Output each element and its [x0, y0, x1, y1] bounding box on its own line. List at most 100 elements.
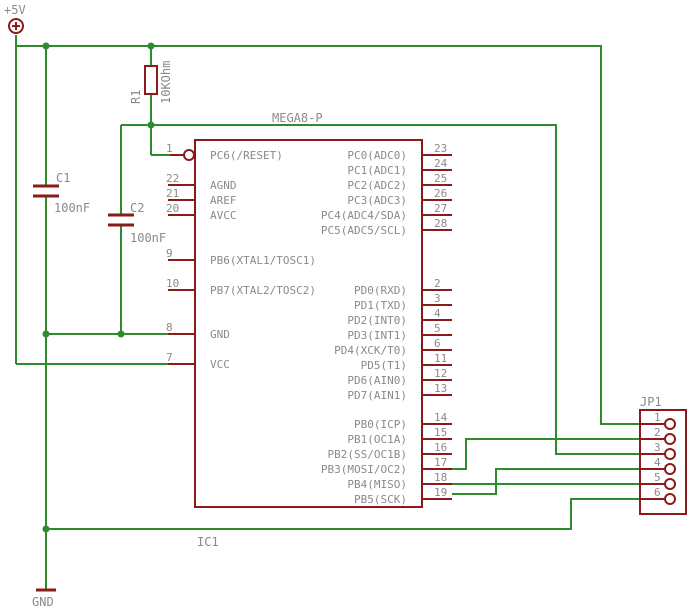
jp1-pin-icon — [664, 418, 676, 430]
ic-pin-number: 3 — [434, 292, 441, 305]
ic-pin-label: PB0(ICP) — [354, 418, 407, 431]
gnd-label: GND — [32, 595, 54, 609]
ic-pin-label: PB4(MISO) — [347, 478, 407, 491]
c1-ref-label: C1 — [56, 171, 70, 185]
ic-pin-number: 2 — [434, 277, 441, 290]
ic-pin-label: AGND — [210, 179, 237, 192]
wire-reset-net — [121, 124, 640, 455]
ic-pin-label: GND — [210, 328, 230, 341]
ic-pin-label: PB5(SCK) — [354, 493, 407, 506]
ic-pin-number: 14 — [434, 411, 448, 424]
ic-pin-label: AREF — [210, 194, 237, 207]
ic-pin-label: PB3(MOSI/OC2) — [321, 463, 407, 476]
ic-pin-number: 15 — [434, 426, 447, 439]
ic-pin-label: VCC — [210, 358, 230, 371]
junction-vcc-c1 — [42, 42, 50, 50]
jp1-pin-number: 1 — [654, 411, 661, 424]
vcc-label: +5V — [4, 3, 26, 17]
ic-pin-label: PD2(INT0) — [347, 314, 407, 327]
ic-pin-label: PD3(INT1) — [347, 329, 407, 342]
junction-gnd-bus — [42, 525, 50, 533]
ic-pin-number: 20 — [166, 202, 179, 215]
jp1-pin-icon — [664, 493, 676, 505]
jp1-pin-icon — [664, 433, 676, 445]
jp1-pin-number: 2 — [654, 426, 661, 439]
jp1-pin-number: 6 — [654, 486, 661, 499]
ic-pin-label: PC0(ADC0) — [347, 149, 407, 162]
ic-pin-number: 26 — [434, 187, 447, 200]
ic-pin-label: PD7(AIN1) — [347, 389, 407, 402]
wire-mosi — [452, 438, 640, 470]
r1-ref-label: R1 — [129, 90, 143, 104]
ic-pin-number: 28 — [434, 217, 447, 230]
ic-pin-label: PB6(XTAL1/TOSC1) — [210, 254, 316, 267]
ic-pin-number: 18 — [434, 471, 447, 484]
components — [8, 18, 687, 592]
ic-pin-number: 21 — [166, 187, 179, 200]
junctions — [42, 42, 155, 533]
ic-pin-number: 1 — [166, 142, 173, 155]
ic-pin-number: 11 — [434, 352, 447, 365]
ic-pin-number: 8 — [166, 321, 173, 334]
wire-gnd-jp6 — [46, 498, 640, 530]
ic-pin-label: PC5(ADC5/SCL) — [321, 224, 407, 237]
ic-pin-label: PB7(XTAL2/TOSC2) — [210, 284, 316, 297]
ic-pin-number: 13 — [434, 382, 447, 395]
junction-vcc-r1 — [147, 42, 155, 50]
ic-pin-number: 6 — [434, 337, 441, 350]
ic-pin-label: PC6(/RESET) — [210, 149, 283, 162]
ic-pins — [168, 154, 452, 500]
jp1-ref-label: JP1 — [640, 395, 662, 409]
ic-pin-number: 16 — [434, 441, 447, 454]
jp1-pin-icon — [664, 448, 676, 460]
wires — [15, 35, 640, 590]
ic-pin-number: 22 — [166, 172, 179, 185]
ic-pin-label: PD4(XCK/T0) — [334, 344, 407, 357]
reset-bubble-icon — [183, 149, 195, 161]
ic-pin-label: AVCC — [210, 209, 237, 222]
jp1-pin-number: 3 — [654, 441, 661, 454]
jp1-pin-number: 4 — [654, 456, 661, 469]
ic-pin-number: 23 — [434, 142, 447, 155]
junction-gnd-c2 — [117, 330, 125, 338]
ic-name-label: MEGA8-P — [272, 111, 323, 125]
connector-jp1-body — [639, 409, 687, 515]
junction-gnd-c1 — [42, 330, 50, 338]
ic-pin-label: PD1(TXD) — [354, 299, 407, 312]
ic-pin-label: PB2(SS/OC1B) — [328, 448, 407, 461]
ic-pin-number: 19 — [434, 486, 447, 499]
junction-reset — [147, 121, 155, 129]
vcc-supply-icon — [8, 18, 24, 34]
ic-pin-number: 25 — [434, 172, 447, 185]
c2-value-label: 100nF — [130, 231, 166, 245]
c2-ref-label: C2 — [130, 201, 144, 215]
labels: +5V GND MEGA8-P IC1 C1 100nF C2 100nF R1… — [4, 3, 662, 609]
ic-pin-number: 7 — [166, 351, 173, 364]
c1-value-label: 100nF — [54, 201, 90, 215]
ic-pin-number: 10 — [166, 277, 179, 290]
ic-pin-number: 5 — [434, 322, 441, 335]
ic-pin-label: PC3(ADC3) — [347, 194, 407, 207]
ic-pin-label: PD6(AIN0) — [347, 374, 407, 387]
jp1-pins: 1 2 3 4 5 6 — [640, 411, 676, 505]
ic-pin-number: 4 — [434, 307, 441, 320]
ic-pin-label: PC1(ADC1) — [347, 164, 407, 177]
ic-body — [194, 139, 423, 508]
wire-sck — [452, 468, 640, 495]
ic-pin-label: PD5(T1) — [361, 359, 407, 372]
ic-pin-number: 17 — [434, 456, 447, 469]
ic-ref-label: IC1 — [197, 535, 219, 549]
wire-vcc-rail — [15, 35, 640, 425]
ic-pin-number: 9 — [166, 247, 173, 260]
jp1-pin-icon — [664, 478, 676, 490]
jp1-pin-icon — [664, 463, 676, 475]
resistor-r1-body — [144, 65, 158, 95]
jp1-pin-number: 5 — [654, 471, 661, 484]
r1-value-label: 10KOhm — [159, 61, 173, 104]
ic-pin-number: 27 — [434, 202, 447, 215]
ic-pin-label: PC2(ADC2) — [347, 179, 407, 192]
ic-pin-label: PC4(ADC4/SDA) — [321, 209, 407, 222]
